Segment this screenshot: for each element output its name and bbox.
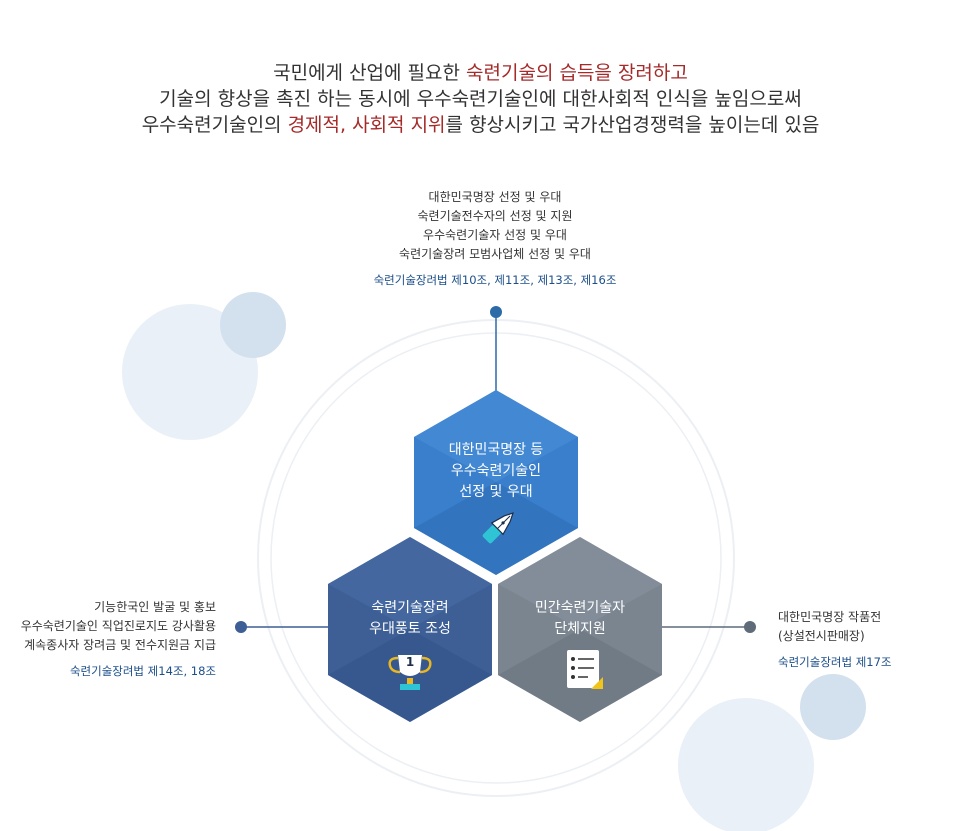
mission-line-2: 기술의 향상을 촉진 하는 동시에 우수숙련기술인에 대한사회적 인식을 높임으… [159, 88, 802, 110]
caption-left-item: 기능한국인 발굴 및 홍보 [94, 600, 216, 614]
caption-right-law: 숙련기술장려법 제17조 [778, 655, 892, 669]
hex-left-label: 숙련기술장려 우대풍토 조성 [369, 600, 451, 637]
mission-line-3: 우수숙련기술인의 경제적, 사회적 지위를 향상시키고 국가산업경쟁력을 높이는… [141, 114, 820, 136]
caption-left-item: 계속종사자 장려금 및 전수지원금 지급 [24, 638, 216, 652]
trophy-icon [388, 655, 432, 690]
connector-left-dot [235, 621, 247, 633]
caption-top-item: 숙련기술장려 모범사업체 선정 및 우대 [399, 247, 591, 261]
caption-top: 대한민국명장 선정 및 우대 숙련기술전수자의 선정 및 지원 우수숙련기술자 … [330, 188, 660, 290]
caption-right-item: 대한민국명장 작품전 [778, 610, 882, 624]
caption-left: 기능한국인 발굴 및 홍보 우수숙련기술인 직업진로지도 강사활용 계속종사자 … [0, 598, 216, 681]
hex-top-label: 대한민국명장 등 우수숙련기술인 선정 및 우대 [448, 442, 544, 500]
mission-highlight-1: 숙련기술의 습득을 장려하고 [466, 62, 688, 84]
caption-right: 대한민국명장 작품전 (상설전시판매장) 숙련기술장려법 제17조 [778, 608, 961, 672]
connector-top-dot [490, 306, 502, 318]
mission-statement: 국민에게 산업에 필요한 숙련기술의 습득을 장려하고 기술의 향상을 촉진 하… [0, 60, 961, 138]
caption-top-item: 대한민국명장 선정 및 우대 [428, 190, 562, 204]
hex-right-label: 민간숙련기술자 단체지원 [534, 600, 626, 637]
caption-left-law: 숙련기술장려법 제14조, 18조 [69, 664, 216, 678]
trophy-number: 1 [405, 655, 415, 669]
fountain-pen-icon [482, 512, 514, 544]
decor-circle-small-left [220, 292, 286, 358]
caption-top-law: 숙련기술장려법 제10조, 제11조, 제13조, 제16조 [373, 273, 617, 287]
caption-right-item: (상설전시판매장) [778, 629, 865, 643]
decor-circle-small-right [800, 674, 866, 740]
caption-top-item: 숙련기술전수자의 선정 및 지원 [417, 209, 573, 223]
decor-circle-large-right [678, 698, 814, 831]
connector-right-dot [744, 621, 756, 633]
checklist-icon [567, 650, 603, 689]
caption-left-item: 우수숙련기술인 직업진로지도 강사활용 [20, 619, 216, 633]
caption-top-item: 우수숙련기술자 선정 및 우대 [423, 228, 567, 242]
mission-highlight-2: 경제적, 사회적 지위 [287, 114, 446, 136]
mission-line-1: 국민에게 산업에 필요한 숙련기술의 습득을 장려하고 [273, 62, 688, 84]
